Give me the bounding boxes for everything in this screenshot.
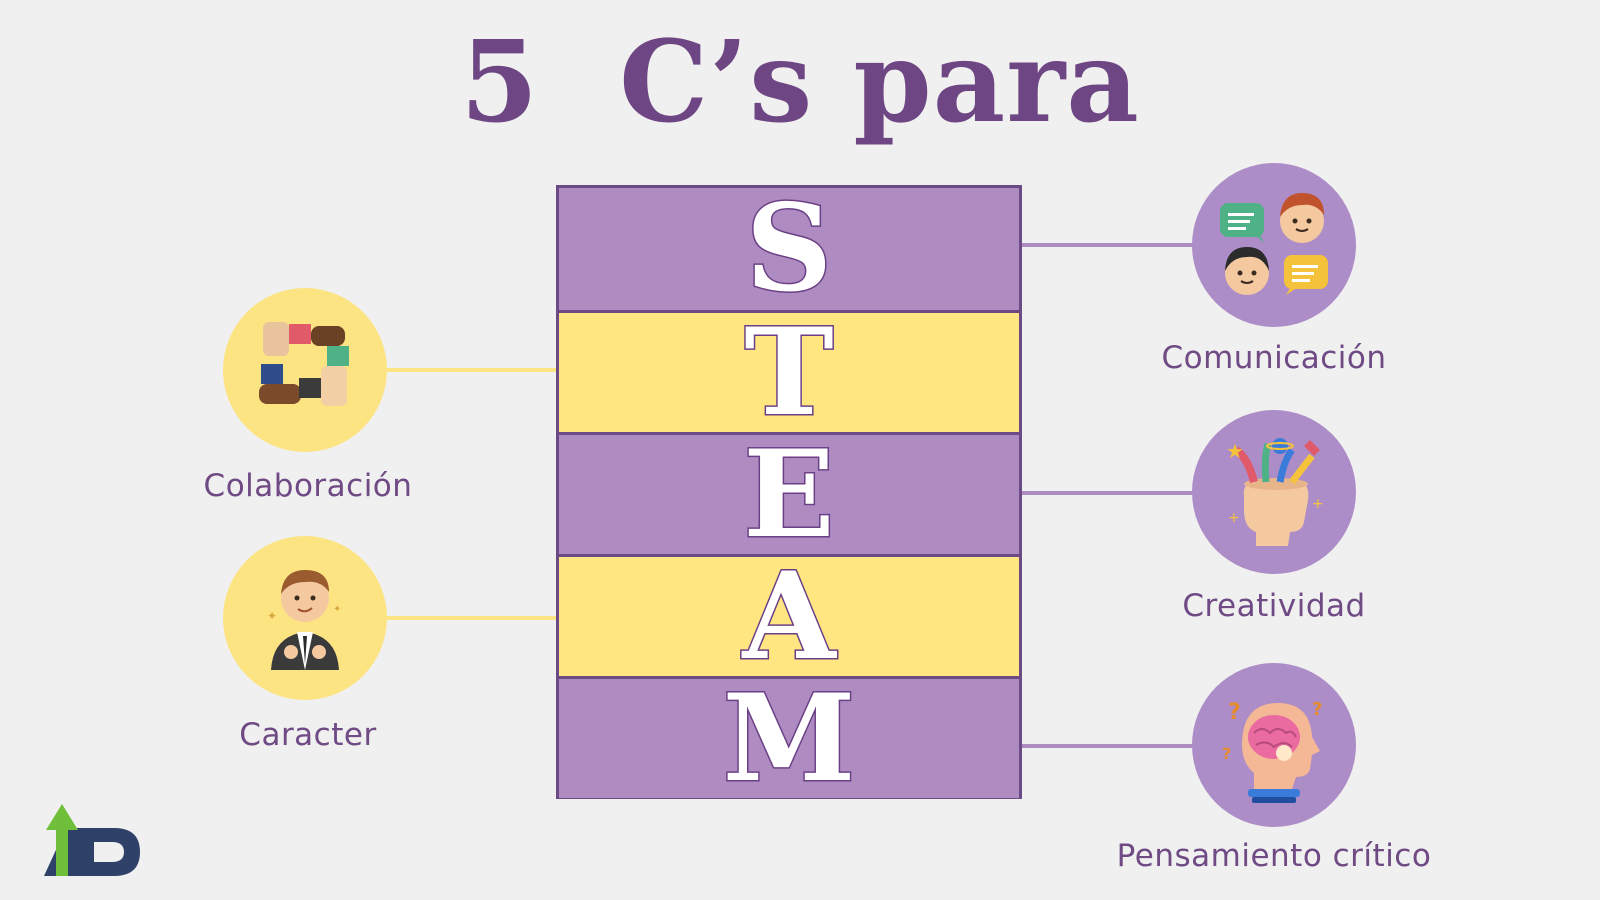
pensamiento-label: Pensamiento crítico [1116,838,1432,874]
connector-comunicacion [1022,243,1194,247]
steam-letter-e: E [742,423,836,565]
thinking-brain-icon: ? ? ? [1222,699,1322,803]
creatividad-circle: ★ + + [1192,410,1356,574]
svg-text:?: ? [1312,699,1322,720]
colaboracion-label: Colaboración [203,468,413,504]
steam-letter-s: S [744,178,834,319]
svg-text:?: ? [1228,700,1241,725]
steam-letter-t: T [743,301,835,443]
colaboracion-circle [223,288,387,452]
confident-businessman-icon: ✦ ✦ [267,570,341,670]
steam-letter-m: M [721,667,857,809]
caracter-label: Caracter [239,717,377,753]
comunicacion-label: Comunicación [1161,340,1387,376]
creative-mind-icon: ★ + + [1226,438,1324,546]
steam-band-t: T [559,301,1019,443]
page-title: 5 C’s para [460,17,1140,148]
arrow-d-logo-icon [44,804,140,876]
comunicacion-circle [1192,163,1356,327]
steam-band-a: A [559,545,1019,687]
svg-text:?: ? [1222,744,1231,763]
caracter-circle: ✦ ✦ [223,536,387,700]
pensamiento-circle: ? ? ? [1192,663,1356,827]
svg-text:+: + [1228,510,1240,526]
connector-creatividad [1022,491,1194,495]
connector-colaboracion [384,368,556,372]
svg-text:✦: ✦ [267,609,277,623]
connector-caracter [384,616,556,620]
teamwork-hands-icon [259,322,349,406]
steam-band-s: S [559,178,1019,319]
connector-pensamiento [1022,744,1194,748]
steam-band-m: M [559,667,1019,809]
svg-text:★: ★ [1226,439,1244,463]
svg-text:+: + [1312,496,1324,512]
steam-block: S T E A M [556,178,1022,809]
steam-band-e: E [559,423,1019,565]
creatividad-label: Creatividad [1182,588,1366,624]
people-chat-icon [1220,193,1328,295]
svg-text:✦: ✦ [333,604,341,615]
steam-letter-a: A [741,545,837,687]
